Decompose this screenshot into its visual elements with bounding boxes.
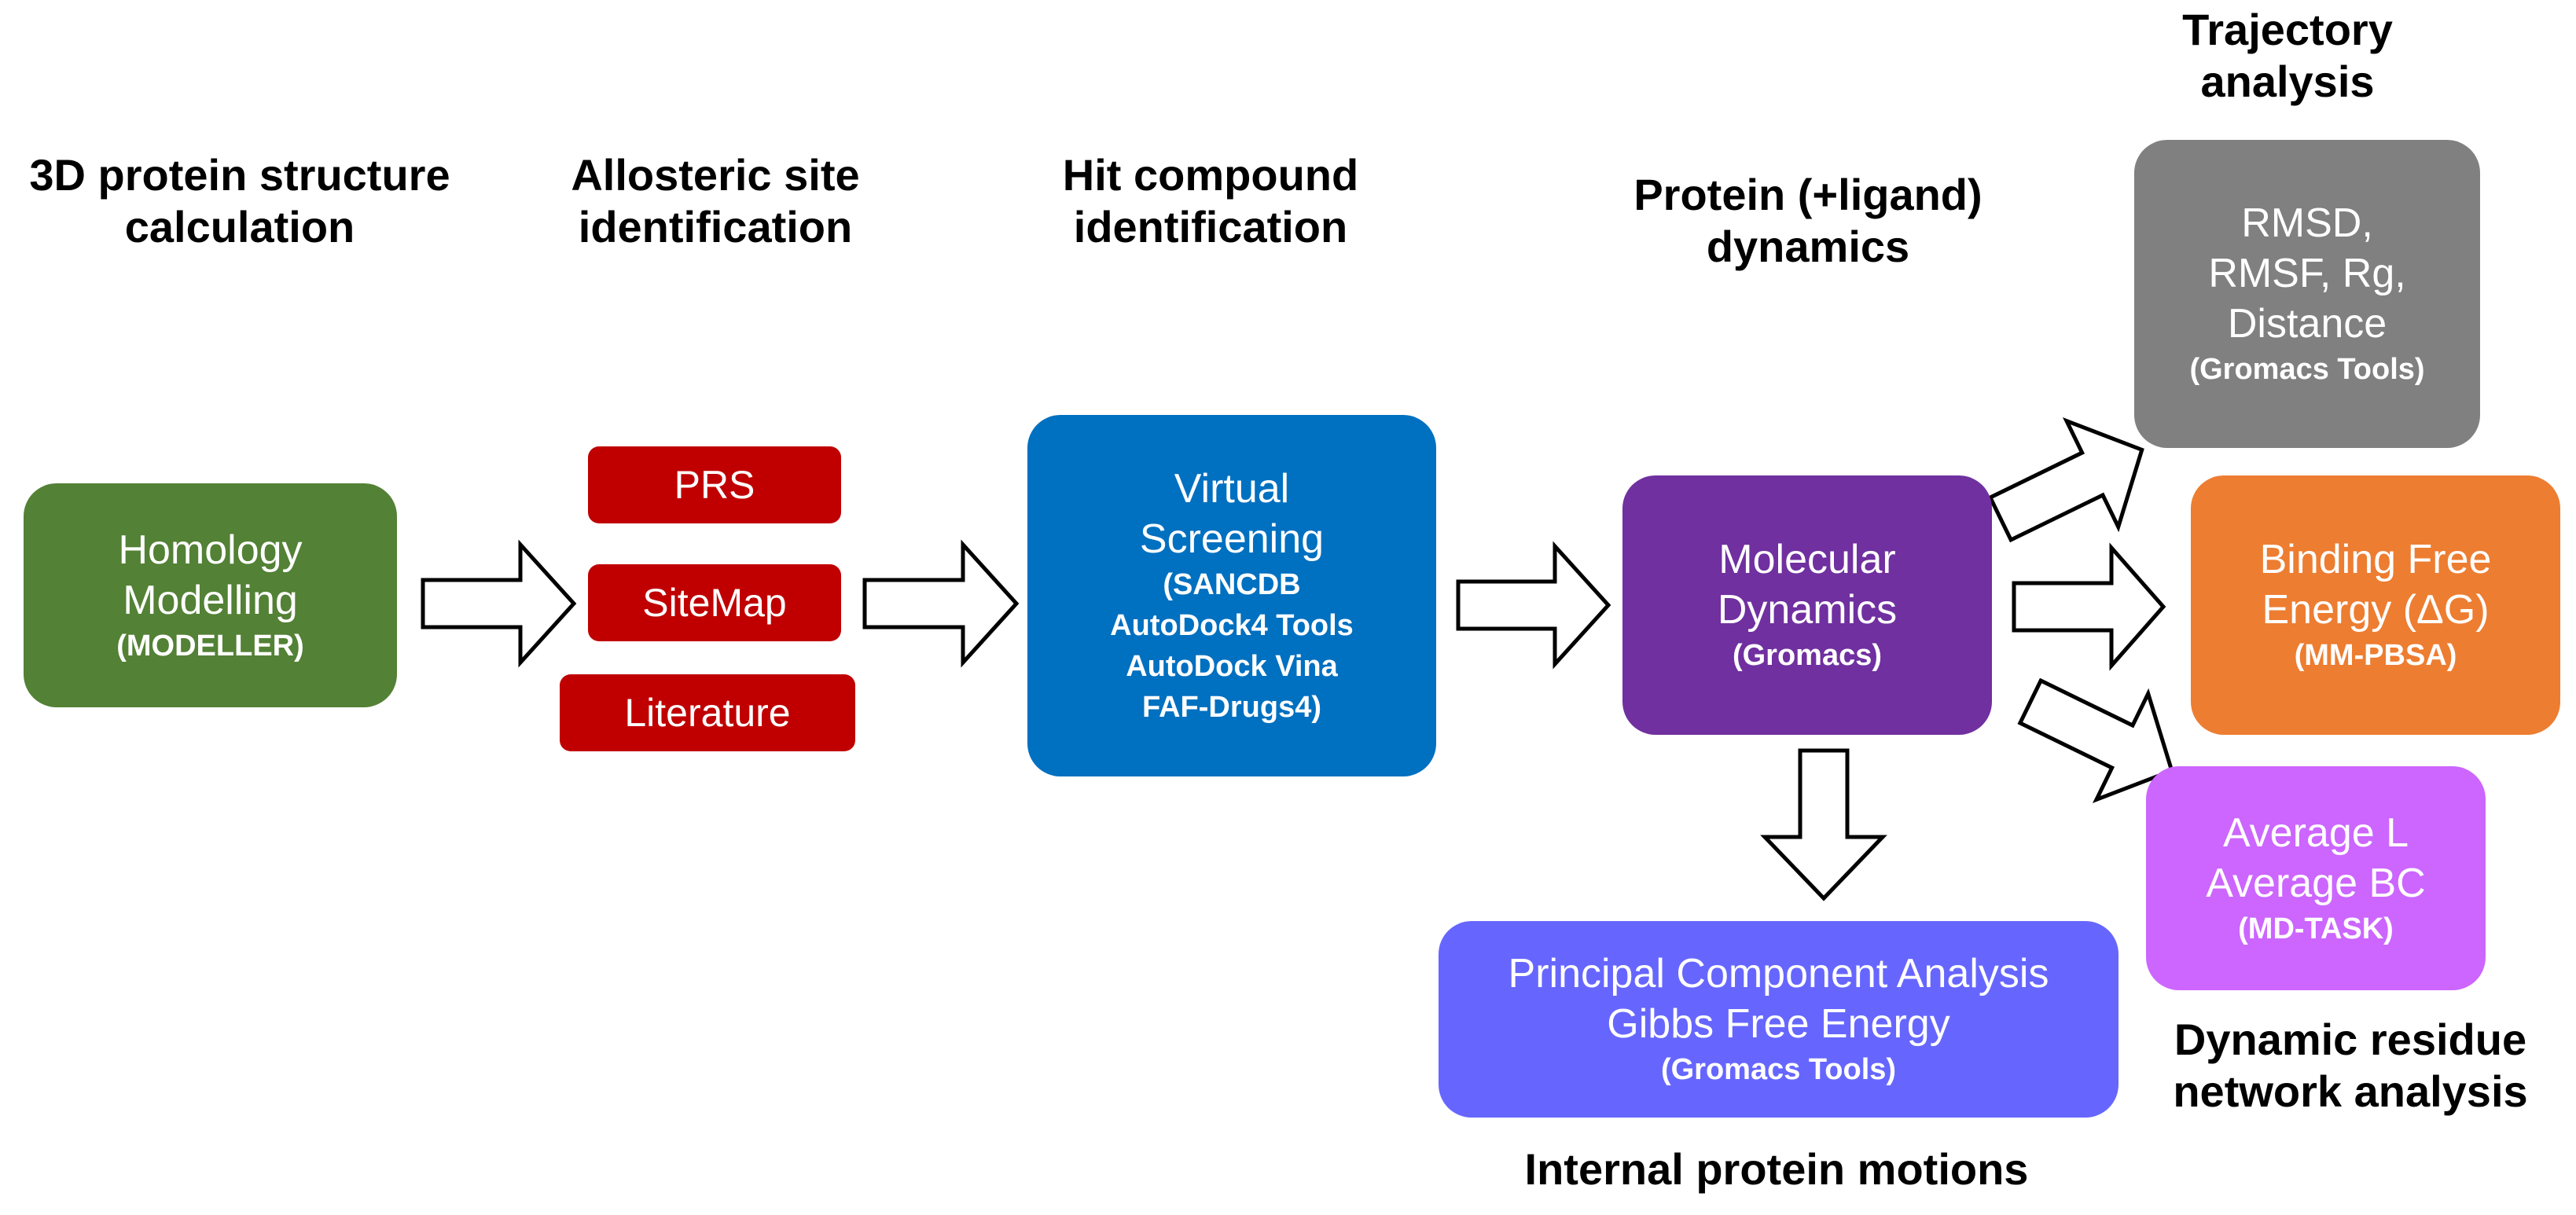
heading-line: analysis	[2200, 57, 2375, 106]
arrow-right-1	[421, 539, 577, 668]
arrow-right-bfe	[2012, 542, 2166, 671]
box-line: Average BC	[2206, 860, 2426, 906]
tool-label: (MODELLER)	[116, 629, 304, 663]
homology-modelling-box: Homology Modelling (MODELLER)	[24, 483, 397, 707]
heading-line: identification	[1073, 202, 1348, 251]
box-line: Molecular	[1718, 537, 1896, 582]
arrow-right-3	[1456, 541, 1611, 670]
arrow-up-right-traj	[1987, 417, 2144, 543]
heading-line: Internal protein motions	[1524, 1144, 2029, 1194]
heading-line: identification	[578, 202, 853, 251]
heading-line: Hit compound	[1062, 150, 1359, 200]
heading-hit-compound: Hit compound identification	[1038, 149, 1384, 253]
virtual-screening-box: Virtual Screening (SANCDB AutoDock4 Tool…	[1027, 415, 1436, 776]
pill-label: SiteMap	[642, 581, 787, 625]
tool-label: (Gromacs)	[1732, 639, 1883, 672]
heading-internal-protein-motions: Internal protein motions	[1478, 1143, 2075, 1195]
tool-label: AutoDock Vina	[1126, 650, 1338, 683]
heading-line: dynamics	[1706, 222, 1910, 271]
dynamic-residue-network-box: Average L Average BC (MD-TASK)	[2146, 766, 2486, 990]
heading-structure-calculation: 3D protein structure calculation	[16, 149, 464, 253]
heading-trajectory-analysis: Trajectory analysis	[2122, 4, 2453, 108]
arrow-right-2	[862, 539, 1020, 668]
tool-label: (MD-TASK)	[2238, 912, 2394, 945]
box-line: Virtual	[1174, 466, 1290, 512]
heading-line: Protein (+ligand)	[1633, 170, 1983, 219]
pill-label: Literature	[624, 691, 791, 735]
heading-line: Trajectory	[2182, 5, 2393, 54]
pca-gibbs-box: Principal Component Analysis Gibbs Free …	[1439, 921, 2118, 1118]
tool-label: (Gromacs Tools)	[1660, 1053, 1897, 1086]
box-line: Dynamics	[1717, 587, 1898, 633]
box-line: RMSF, Rg,	[2208, 251, 2406, 296]
box-line: Principal Component Analysis	[1508, 951, 2049, 997]
literature-box: Literature	[560, 674, 855, 751]
box-line: Average L	[2222, 809, 2409, 856]
tool-label: FAF-Drugs4)	[1142, 691, 1321, 724]
sitemap-box: SiteMap	[588, 564, 841, 641]
heading-line: Dynamic residue	[2174, 1015, 2527, 1064]
box-line: Gibbs Free Energy	[1607, 1001, 1950, 1047]
tool-label: (SANCDB	[1163, 568, 1301, 601]
box-line: Binding Free	[2259, 537, 2492, 582]
arrow-down-pca	[1760, 748, 1887, 901]
tool-label: AutoDock4 Tools	[1110, 609, 1354, 642]
molecular-dynamics-box: Molecular Dynamics (Gromacs)	[1622, 475, 1992, 735]
heading-line: calculation	[124, 202, 355, 251]
tool-label: (MM-PBSA)	[2294, 639, 2457, 672]
heading-line: network analysis	[2173, 1066, 2528, 1116]
trajectory-analysis-box: RMSD, RMSF, Rg, Distance (Gromacs Tools)	[2134, 140, 2480, 448]
box-line: Modelling	[123, 577, 298, 623]
box-line: Energy (ΔG)	[2262, 587, 2490, 633]
heading-line: Allosteric site	[571, 150, 860, 200]
box-line: RMSD,	[2241, 200, 2373, 246]
box-line: Distance	[2227, 301, 2387, 347]
binding-free-energy-box: Binding Free Energy (ΔG) (MM-PBSA)	[2191, 475, 2560, 735]
heading-allosteric-site: Allosteric site identification	[542, 149, 888, 253]
heading-dynamic-residue-network: Dynamic residue network analysis	[2146, 1014, 2555, 1118]
pill-label: PRS	[674, 463, 755, 507]
tool-label: (Gromacs Tools)	[2189, 353, 2425, 386]
heading-protein-dynamics: Protein (+ligand) dynamics	[1611, 169, 2005, 273]
heading-line: 3D protein structure	[29, 150, 450, 200]
prs-box: PRS	[588, 446, 841, 523]
box-line: Homology	[118, 527, 303, 573]
box-line: Screening	[1139, 516, 1325, 562]
arrow-down-right-drn	[2017, 677, 2174, 804]
